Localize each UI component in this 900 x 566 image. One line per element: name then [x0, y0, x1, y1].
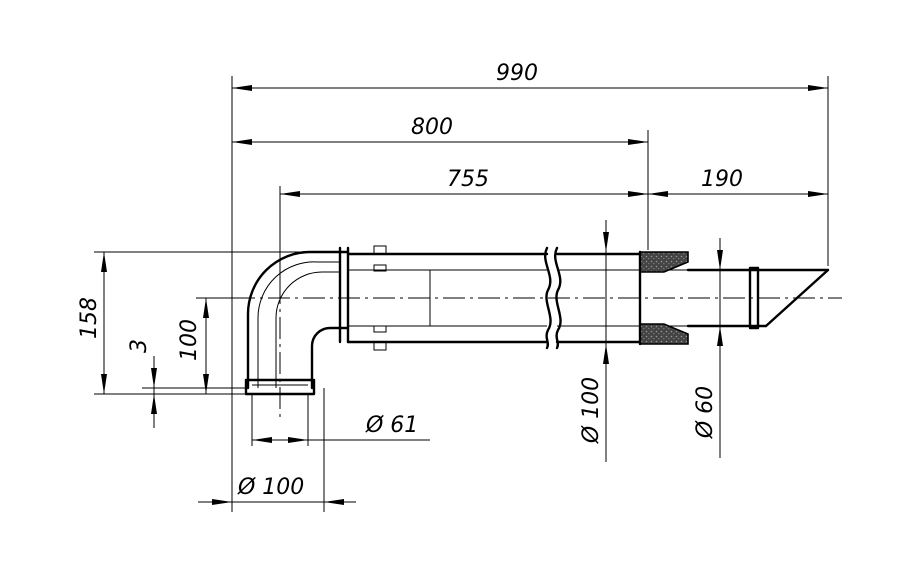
dimension-outer-diameter-elbow: Ø 100 — [198, 475, 356, 505]
straight-pipe-left — [346, 245, 549, 351]
dim-100-vertical-label: 100 — [177, 319, 202, 361]
break-symbol — [544, 246, 562, 350]
dimension-height: 158 — [77, 252, 107, 394]
dim-158-label: 158 — [77, 297, 102, 339]
dim-3-label: 3 — [127, 339, 152, 353]
dimension-inner-diameter-pipe: Ø 60 — [693, 238, 723, 458]
dim-d100-bottom-label: Ø 100 — [237, 475, 304, 500]
dimension-straight-length: 755 — [280, 167, 648, 197]
dim-d100-right-label: Ø 100 — [579, 377, 604, 444]
dimension-length-to-socket: 800 — [232, 115, 648, 145]
dimension-inner-diameter-elbow: Ø 61 — [252, 413, 430, 443]
extension-lines — [94, 76, 829, 512]
elbow-pipe — [244, 246, 350, 396]
dim-d61-label: Ø 61 — [365, 413, 418, 438]
dimension-total-length: 990 — [232, 61, 828, 91]
dimension-outlet-length: 190 — [648, 167, 828, 197]
dimension-offset: 3 — [127, 339, 157, 428]
dim-d60-label: Ø 60 — [693, 386, 718, 439]
dim-990-label: 990 — [496, 61, 538, 86]
dimension-outer-diameter-pipe: Ø 100 — [579, 220, 609, 462]
dim-755-label: 755 — [447, 167, 489, 192]
dim-800-label: 800 — [411, 115, 453, 140]
dimension-bend-height: 100 — [177, 298, 209, 394]
dim-190-label: 190 — [701, 167, 743, 192]
